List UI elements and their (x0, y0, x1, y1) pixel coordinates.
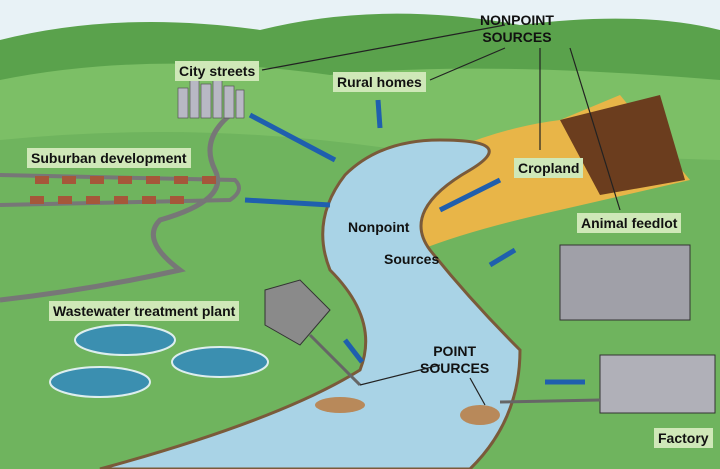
cropland-label: Cropland (514, 158, 584, 178)
discharge-plume (460, 405, 500, 425)
river (99, 138, 522, 469)
leader-lines (261, 24, 621, 406)
nonpoint-sources-heading-line1: NONPOINT (480, 12, 554, 28)
city-streets-label: City streets (175, 61, 260, 81)
animal-feedlot-barn (559, 244, 691, 321)
nonpoint-label-line2: Sources (384, 251, 440, 267)
treatment-building (264, 279, 331, 346)
nonpoint-label-line1: Nonpoint (348, 219, 410, 235)
runoff-arrows (244, 99, 585, 385)
factory-building (599, 354, 716, 414)
rural-homes-label: Rural homes (333, 72, 426, 92)
animal-feedlot-label: Animal feedlot (577, 213, 682, 233)
discharge-plume (315, 397, 365, 413)
factory-pipe (499, 398, 601, 404)
feedlot-soil (560, 95, 685, 195)
point-sources-label: POINT SOURCES (420, 343, 489, 377)
treatment-tanks (49, 324, 269, 398)
nonpoint-sources-heading-line2: SOURCES (482, 29, 552, 45)
suburban-development-label: Suburban development (27, 148, 191, 168)
wastewater-treatment-plant-label: Wastewater treatment plant (49, 301, 240, 321)
factory-label: Factory (654, 428, 713, 448)
city-buildings (177, 77, 245, 119)
road (0, 113, 232, 303)
suburban-houses (30, 176, 216, 204)
outfall-pipe (308, 333, 362, 387)
point-sources-line2: SOURCES (420, 360, 490, 376)
point-sources-line1: POINT (433, 343, 476, 359)
suburb-road (0, 173, 241, 207)
nonpoint-sources-heading: NONPOINT SOURCES (480, 12, 554, 46)
